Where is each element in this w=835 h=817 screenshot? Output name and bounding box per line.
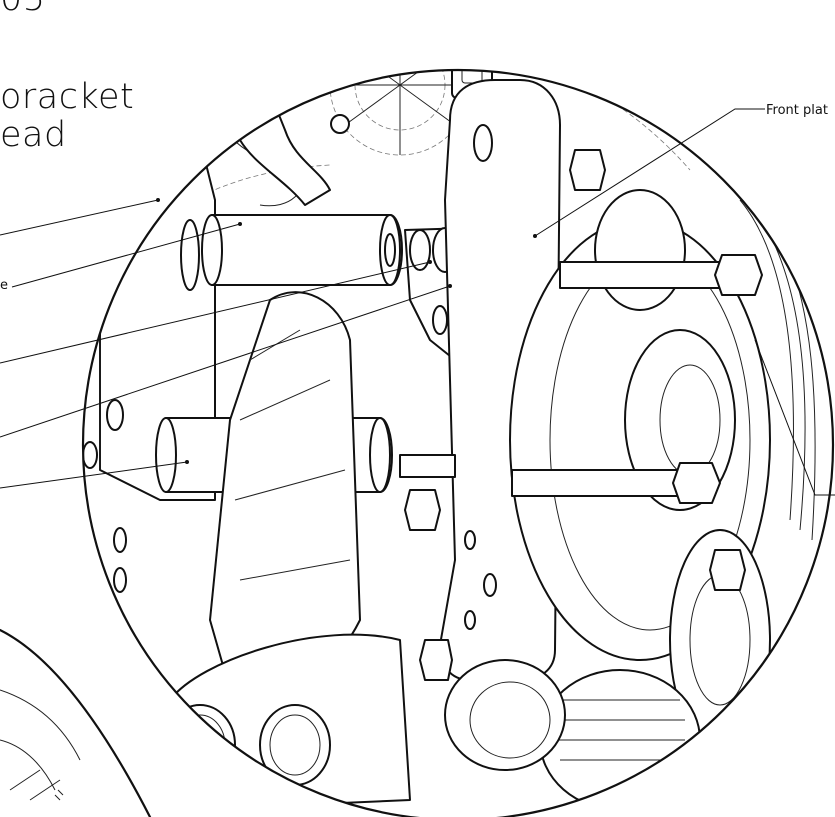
- page-number-fragment: 05: [0, 0, 46, 17]
- upper-spacer: [201, 214, 403, 286]
- leader-front-plate-dot: [533, 234, 537, 238]
- detail-circle-outline: [82, 69, 834, 817]
- rear-bracket-plate: [83, 159, 216, 593]
- title-line-2: ead: [0, 115, 67, 155]
- leader-rear-plate: [0, 199, 159, 236]
- leader-bolt: [754, 339, 835, 496]
- leader-link-lower-dot: [448, 284, 452, 288]
- leader-lower-spacer: [0, 461, 188, 489]
- leader-rear-plate-dot: [156, 198, 160, 202]
- leader-upper-spacer: [11, 223, 241, 288]
- leader-lower-spacer-dot: [185, 460, 189, 464]
- leader-lines: [0, 108, 835, 496]
- leader-link-bracket-dot: [428, 260, 432, 264]
- detail-view: [83, 70, 816, 811]
- secondary-view: [0, 628, 152, 817]
- mounting-bolts: [399, 149, 763, 681]
- leader-front-plate: [534, 108, 765, 237]
- leader-link-bracket: [0, 261, 431, 364]
- title-line-1: oracket: [0, 77, 135, 117]
- callout-spacer: e: [0, 278, 8, 293]
- callout-front-plate: Front plat: [766, 103, 828, 118]
- leader-upper-spacer-dot: [238, 222, 242, 226]
- leader-link-lower: [0, 285, 451, 438]
